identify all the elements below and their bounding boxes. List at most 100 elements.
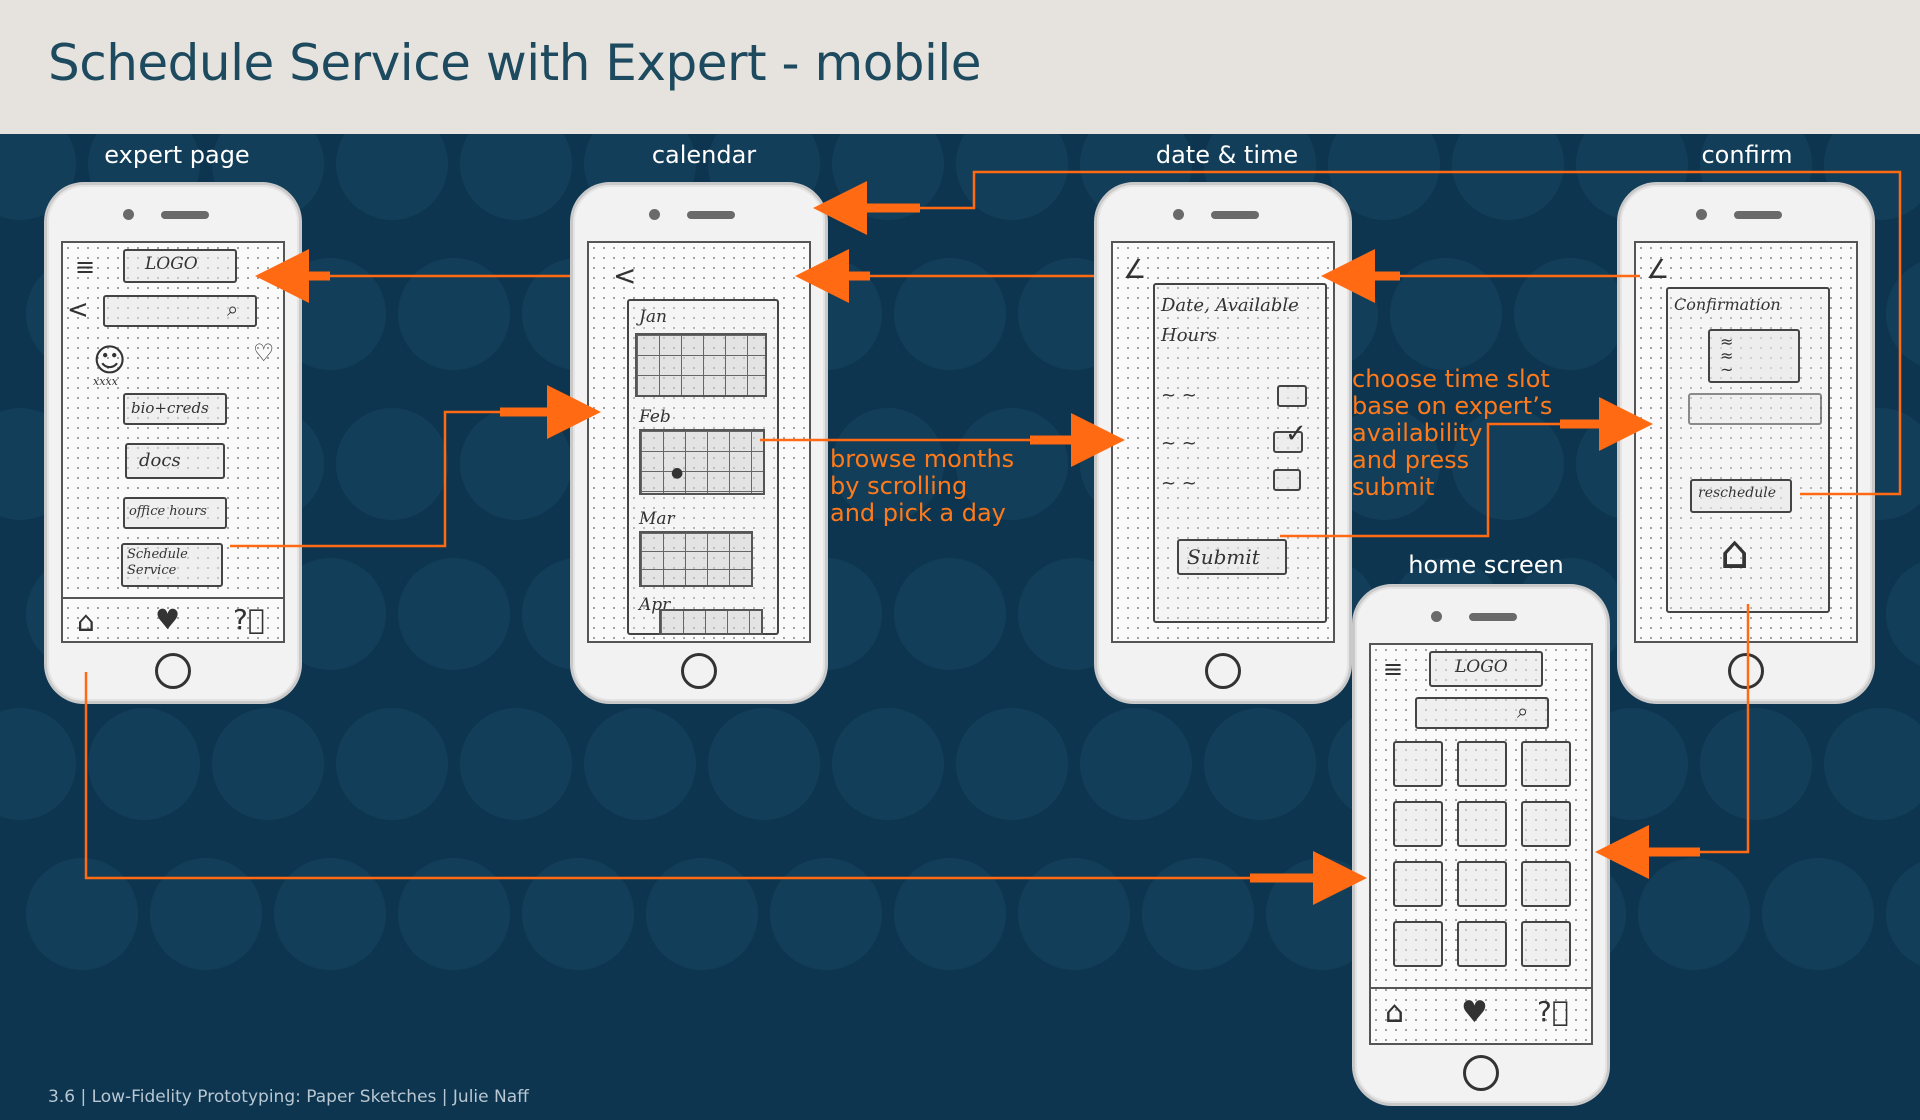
- background-icon-circle: [708, 708, 820, 820]
- help-icon[interactable]: ?⃝: [233, 603, 265, 636]
- category-tile[interactable]: [1457, 861, 1507, 907]
- phone-home-button: [155, 653, 191, 689]
- background-icon-circle: [460, 134, 572, 220]
- category-tile[interactable]: [1393, 861, 1443, 907]
- phone-camera: [1431, 611, 1442, 622]
- hamburger-menu-icon[interactable]: ≡: [1383, 655, 1404, 683]
- label-expert-page: expert page: [104, 141, 250, 169]
- confirmation-summary: [1688, 393, 1822, 425]
- background-icon-circle: [460, 408, 572, 520]
- time-slot-2-checkbox[interactable]: ✓: [1273, 419, 1307, 453]
- time-slot-3-checkbox[interactable]: [1273, 469, 1301, 491]
- schedule-service-button[interactable]: Schedule Service: [121, 543, 223, 587]
- month-grid-feb[interactable]: ●: [639, 429, 765, 495]
- label-date-time: date & time: [1155, 141, 1299, 169]
- annotation-line: base on expert’s: [1352, 392, 1553, 420]
- time-slot-1-checkbox[interactable]: [1277, 385, 1307, 407]
- background-icon-circle: [1390, 258, 1502, 370]
- month-label-jan: Jan: [639, 307, 667, 327]
- time-slot-2-label: ~ ~: [1161, 433, 1197, 454]
- footer-caption: 3.6 | Low-Fidelity Prototyping: Paper Sk…: [48, 1087, 529, 1107]
- background-icon-circle: [150, 858, 262, 970]
- search-bar[interactable]: ⌕: [103, 295, 257, 327]
- background-icon-circle: [1886, 262, 1920, 366]
- phone-camera: [1173, 209, 1184, 220]
- heart-icon[interactable]: ♡: [253, 339, 275, 367]
- submit-label: Submit: [1187, 545, 1260, 569]
- background-icon-circle: [894, 558, 1006, 670]
- bio-creds-label: bio+creds: [131, 399, 209, 417]
- home-icon[interactable]: ⌂: [1385, 995, 1405, 1030]
- category-tile[interactable]: [1521, 861, 1571, 907]
- search-bar[interactable]: ⌕: [1415, 697, 1549, 729]
- logo-text: LOGO: [145, 254, 198, 274]
- category-tile[interactable]: [1457, 921, 1507, 967]
- back-arrow-icon[interactable]: <: [67, 295, 89, 325]
- back-arrow-icon[interactable]: ∠: [1646, 255, 1670, 285]
- office-hours-label: office hours: [129, 504, 207, 519]
- date-time-panel: Date, Available Hours ~ ~ ~ ~ ✓ ~ ~ Subm…: [1153, 283, 1327, 623]
- smiley-avatar-icon: ☺: [93, 341, 127, 379]
- category-tile[interactable]: [1393, 741, 1443, 787]
- phone-camera: [123, 209, 134, 220]
- back-arrow-icon[interactable]: <: [613, 259, 637, 292]
- background-icon-circle: [88, 708, 200, 820]
- phone-confirm: ∠ Confirmation ≈≈~ reschedule ⌂: [1617, 182, 1875, 704]
- category-tile[interactable]: [1521, 921, 1571, 967]
- submit-button[interactable]: Submit: [1177, 539, 1287, 575]
- month-grid-apr[interactable]: [659, 609, 763, 635]
- background-icon-circle: [1080, 708, 1192, 820]
- category-tile[interactable]: [1393, 801, 1443, 847]
- background-icon-circle: [26, 858, 138, 970]
- category-tile[interactable]: [1457, 741, 1507, 787]
- month-grid-jan[interactable]: [635, 333, 767, 397]
- tab-bar-divider: [63, 597, 283, 599]
- annotation-line: and press: [1352, 446, 1470, 474]
- office-hours-button[interactable]: office hours: [123, 497, 227, 529]
- category-tile[interactable]: [1457, 801, 1507, 847]
- label-calendar: calendar: [651, 141, 757, 169]
- reschedule-label: reschedule: [1698, 485, 1777, 501]
- background-icon-circle: [832, 708, 944, 820]
- phone-camera: [1696, 209, 1707, 220]
- home-icon[interactable]: ⌂: [1720, 525, 1750, 579]
- docs-button[interactable]: docs: [125, 443, 225, 479]
- background-icon-circle: [1142, 858, 1254, 970]
- phone-home-button: [681, 653, 717, 689]
- label-home-screen: home screen: [1408, 551, 1564, 579]
- time-slot-1-label: ~ ~: [1161, 385, 1197, 406]
- phone-date-time: ∠ Date, Available Hours ~ ~ ~ ~ ✓ ~ ~ Su…: [1094, 182, 1352, 704]
- selected-day-marker[interactable]: ●: [671, 465, 684, 481]
- background-icon-circle: [1700, 708, 1812, 820]
- heart-icon[interactable]: ♥: [1461, 995, 1488, 1030]
- logo-text: LOGO: [1455, 657, 1508, 677]
- heart-icon[interactable]: ♥: [155, 603, 181, 636]
- phone-calendar: < Jan Feb ● Mar Apr: [570, 182, 828, 704]
- home-icon[interactable]: ⌂: [77, 605, 95, 638]
- back-arrow-icon[interactable]: ∠: [1123, 255, 1147, 285]
- hamburger-menu-icon[interactable]: ≡: [75, 253, 96, 281]
- category-tile[interactable]: [1521, 741, 1571, 787]
- schedule-service-label: Schedule Service: [127, 547, 188, 578]
- screen-calendar: < Jan Feb ● Mar Apr: [587, 241, 811, 643]
- background-icon-circle: [274, 558, 386, 670]
- phone-speaker: [1211, 211, 1259, 219]
- reschedule-button[interactable]: reschedule: [1690, 479, 1792, 513]
- bio-creds-button[interactable]: bio+creds: [123, 393, 227, 425]
- category-tile[interactable]: [1393, 921, 1443, 967]
- search-icon[interactable]: ⌕: [227, 297, 239, 321]
- search-icon[interactable]: ⌕: [1517, 699, 1529, 723]
- background-icon-circle: [770, 858, 882, 970]
- annotation-line: and pick a day: [830, 499, 1006, 527]
- arrow-expert-to-calendar: [230, 410, 520, 548]
- month-grid-mar[interactable]: [639, 531, 753, 587]
- calendar-scroll-list[interactable]: Jan Feb ● Mar Apr: [627, 299, 779, 635]
- screen-date-time: ∠ Date, Available Hours ~ ~ ~ ~ ✓ ~ ~ Su…: [1111, 241, 1335, 643]
- background-icon-circle: [1018, 858, 1130, 970]
- help-icon[interactable]: ?⃝: [1537, 995, 1569, 1028]
- category-tile[interactable]: [1521, 801, 1571, 847]
- annotation-line: by scrolling: [830, 472, 968, 500]
- month-label-mar: Mar: [639, 509, 675, 529]
- annotation-line: submit: [1352, 473, 1435, 501]
